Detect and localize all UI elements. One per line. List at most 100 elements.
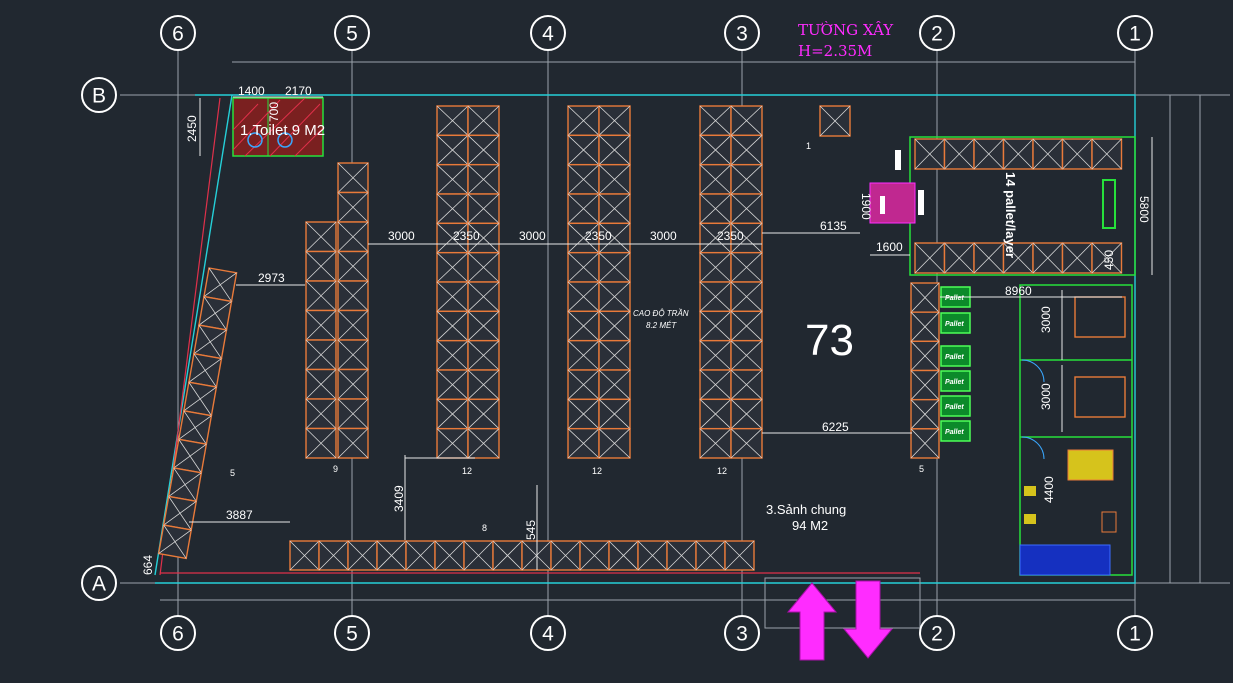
rack-bay bbox=[699, 281, 732, 313]
rack-bay bbox=[608, 540, 639, 571]
rack-bay bbox=[943, 138, 975, 170]
rack-bay bbox=[699, 369, 732, 401]
rack-bay bbox=[467, 369, 500, 401]
rack-bay bbox=[910, 398, 940, 430]
rack-bay bbox=[467, 339, 500, 371]
svg-text:5: 5 bbox=[230, 468, 235, 478]
svg-text:Pallet: Pallet bbox=[945, 379, 964, 386]
svg-text:Pallet: Pallet bbox=[945, 321, 964, 328]
rack-bay bbox=[436, 339, 469, 371]
rack-bay bbox=[973, 242, 1005, 274]
rack-bay bbox=[467, 398, 500, 430]
rack-bay bbox=[598, 398, 631, 430]
rack-bay bbox=[567, 105, 600, 137]
rack-bay bbox=[567, 310, 600, 342]
rack-bay bbox=[492, 540, 523, 571]
wall-note-line2: H=2.35M bbox=[798, 42, 872, 60]
rack-bay bbox=[730, 339, 763, 371]
dim-bottom-small: 545 bbox=[524, 520, 538, 540]
rack-bay bbox=[318, 540, 349, 571]
rack-bay bbox=[730, 163, 763, 195]
rack-bay bbox=[1002, 138, 1034, 170]
dim-right-gap: 6225 bbox=[822, 420, 849, 434]
dim-office-w: 1600 bbox=[876, 240, 903, 254]
axis-bubble: 3 bbox=[724, 615, 760, 651]
rack-bay bbox=[598, 105, 631, 137]
rack-bay bbox=[467, 134, 500, 166]
svg-text:1400: 1400 bbox=[238, 84, 265, 98]
axis-bubble: 2 bbox=[919, 615, 955, 651]
rack-bay bbox=[699, 134, 732, 166]
center-area-label: 73 bbox=[805, 316, 854, 365]
rack-bay bbox=[305, 368, 337, 400]
rack-bay bbox=[337, 427, 369, 459]
rack-bay bbox=[337, 280, 369, 312]
rack-bay bbox=[567, 251, 600, 283]
svg-text:700: 700 bbox=[267, 102, 281, 122]
rack-bay bbox=[337, 309, 369, 341]
rack-bay bbox=[550, 540, 581, 571]
rack-bay bbox=[819, 105, 851, 137]
rack-bay bbox=[436, 369, 469, 401]
axis-bubble: B bbox=[81, 77, 117, 113]
rack-bay bbox=[598, 193, 631, 225]
svg-text:A: A bbox=[92, 573, 106, 596]
rack-bay bbox=[405, 540, 436, 571]
rack-bay bbox=[699, 398, 732, 430]
pallet-tag: Pallet bbox=[940, 420, 971, 442]
svg-text:2450: 2450 bbox=[185, 115, 199, 142]
rack-bay bbox=[730, 310, 763, 342]
svg-text:5: 5 bbox=[919, 464, 924, 474]
svg-text:6: 6 bbox=[172, 623, 184, 646]
rack-bay bbox=[436, 427, 469, 459]
dim-bottom-left: 3887 bbox=[226, 508, 253, 522]
svg-text:2: 2 bbox=[931, 23, 943, 46]
dim-right-room-w: 8960 bbox=[1005, 284, 1032, 298]
rack-bay bbox=[699, 427, 732, 459]
rack-bay bbox=[305, 221, 337, 253]
axis-bubble: 5 bbox=[334, 615, 370, 651]
rack-bay bbox=[1061, 138, 1093, 170]
rack-counts: 5 9 12 12 12 5 1 8 bbox=[230, 141, 924, 533]
dim-meeting-1: 3000 bbox=[1039, 306, 1053, 333]
rack-bay bbox=[1091, 138, 1123, 170]
pallet-tag: Pallet bbox=[940, 370, 971, 392]
svg-text:6: 6 bbox=[172, 23, 184, 46]
toilet-label: 1.Toilet 9 M2 bbox=[240, 122, 325, 139]
axis-bubble: A bbox=[81, 565, 117, 601]
rack-bay bbox=[730, 134, 763, 166]
rack-bay bbox=[467, 427, 500, 459]
rack-bay bbox=[695, 540, 726, 571]
pallet-tag: Pallet bbox=[940, 312, 971, 334]
rack-bay bbox=[337, 339, 369, 371]
rack-bay bbox=[567, 427, 600, 459]
axis-bubble: 6 bbox=[160, 15, 196, 51]
rack-bay bbox=[579, 540, 610, 571]
svg-text:1: 1 bbox=[1129, 23, 1141, 46]
rack-bay bbox=[337, 398, 369, 430]
rack-bay bbox=[637, 540, 668, 571]
rack-bay bbox=[567, 339, 600, 371]
rack-bay bbox=[699, 339, 732, 371]
slanted-rack bbox=[157, 267, 238, 560]
svg-text:B: B bbox=[92, 85, 106, 108]
rack-bay bbox=[567, 134, 600, 166]
rack-bay bbox=[305, 339, 337, 371]
rack-bay bbox=[305, 427, 337, 459]
rack-bay bbox=[598, 339, 631, 371]
rack-bay bbox=[305, 280, 337, 312]
dim-bottom-vertical: 3409 bbox=[392, 485, 406, 512]
rack-bay bbox=[567, 369, 600, 401]
rack-bay bbox=[1002, 242, 1034, 274]
dim-rack-depth1: 2350 bbox=[453, 229, 480, 243]
rack-bay bbox=[567, 222, 600, 254]
rack-bay bbox=[598, 251, 631, 283]
dim-left-gap: 2973 bbox=[258, 271, 285, 285]
dim-rack-depth3: 2350 bbox=[717, 229, 744, 243]
rack-bay bbox=[914, 242, 946, 274]
rack-bay bbox=[666, 540, 697, 571]
rack-bay bbox=[376, 540, 407, 571]
axis-bubble: 2 bbox=[919, 15, 955, 51]
svg-text:9: 9 bbox=[333, 464, 338, 474]
